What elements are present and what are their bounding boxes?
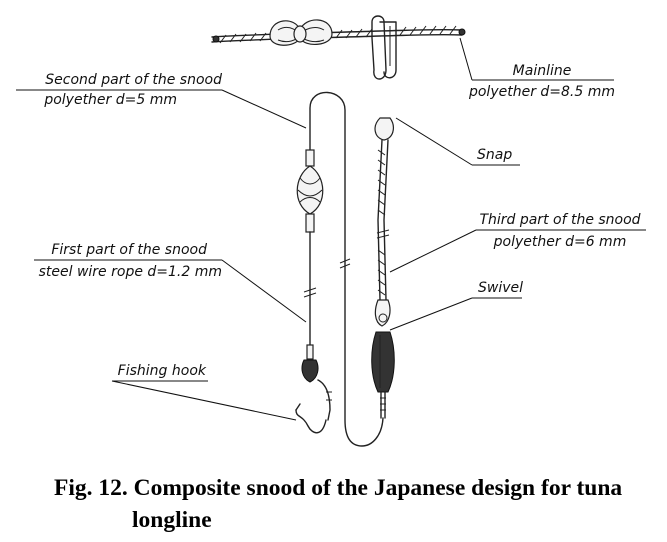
first-part-name-label: First part of the snood [51,242,207,258]
second-part-knot [296,149,324,233]
second-part-spec-label: polyether d=5 mm [43,92,177,108]
mainline-knot [269,19,333,46]
third-part-name-label: Third part of the snood [479,212,640,228]
snap-label: Snap [477,147,512,163]
third-part-rope [374,117,394,301]
mainline-rope [211,25,466,44]
swivel [371,299,395,419]
first-part-wire [303,231,317,360]
snood-loop [309,91,384,447]
first-part-spec-label: steel wire rope d=1.2 mm [39,264,222,280]
third-part-spec-label: polyether d=6 mm [493,234,627,250]
second-part-name-label: Second part of the snood [45,72,222,88]
snap-clip [371,15,397,80]
figure-caption-line-2: longline [132,507,212,533]
mainline-spec-label: polyether d=8.5 mm [468,84,615,100]
swivel-label: Swivel [478,280,523,296]
fishing-hook [295,359,332,434]
mainline-name-label: Mainline [513,63,572,79]
figure-caption-line-1: Fig. 12. Composite snood of the Japanese… [54,475,623,501]
fishing-hook-label: Fishing hook [118,363,207,379]
